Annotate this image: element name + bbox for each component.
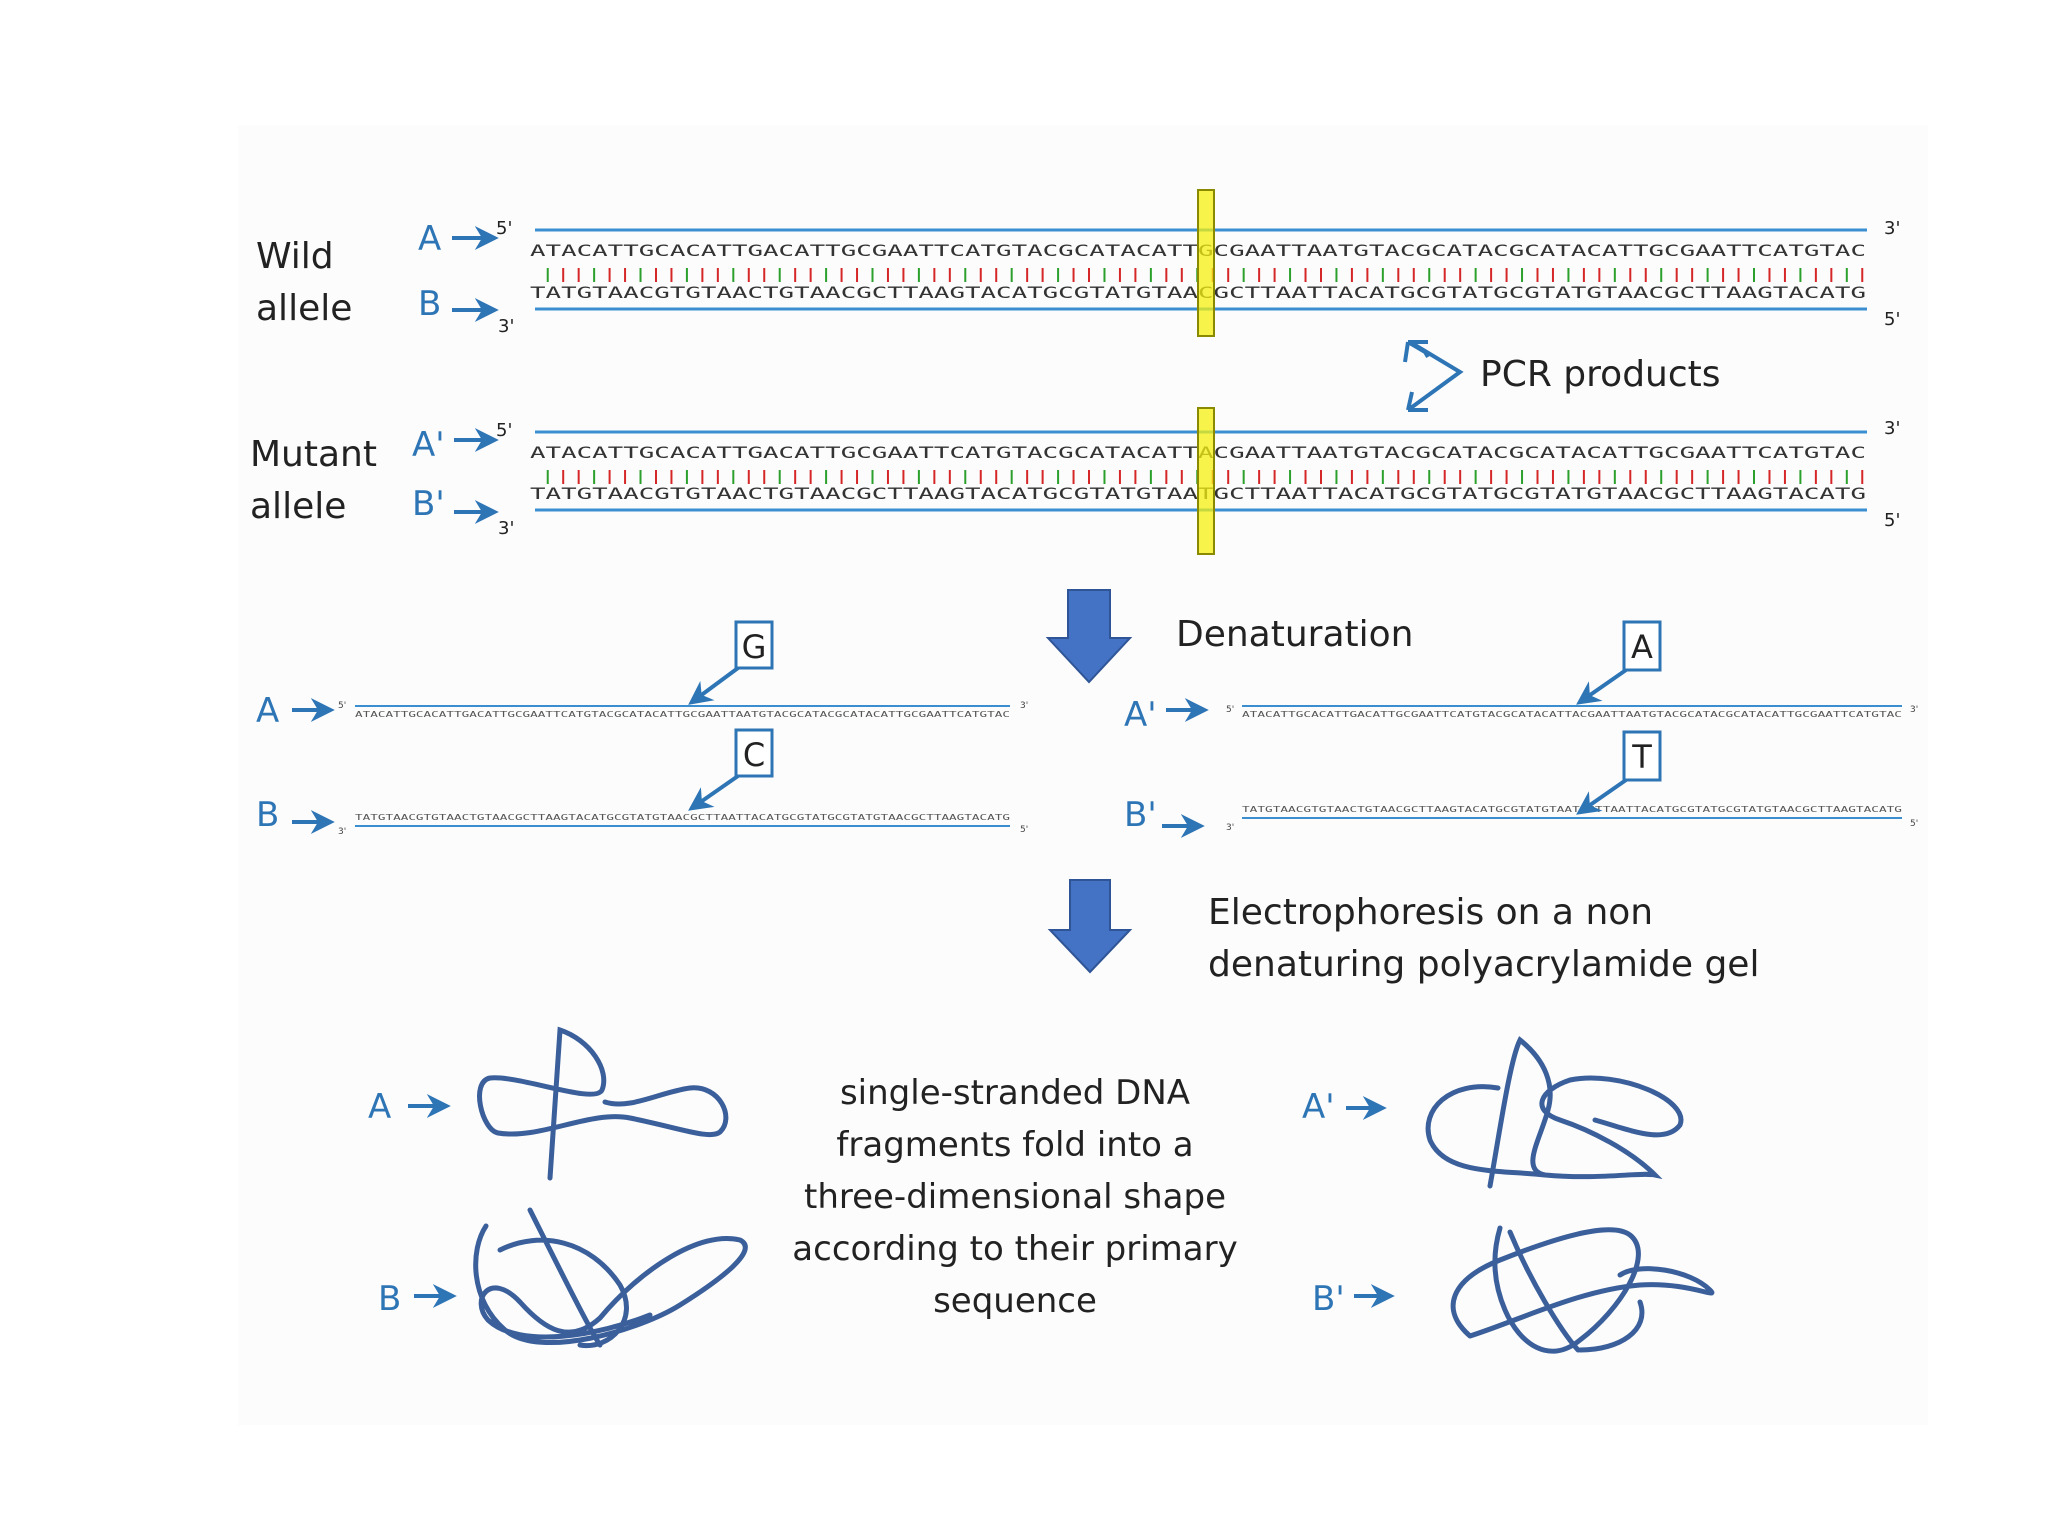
wild-label-line2: allele — [256, 288, 352, 329]
caption-line-3: three-dimensional shape — [804, 1177, 1226, 1217]
wild-three-prime-right: 3' — [1884, 218, 1900, 239]
wild-allele-group: Wild allele A 5' B 3' ATACATTGCACATTGACA… — [256, 189, 1900, 337]
ss-a-prime-sequence: ATACATTGCACATTGACATTGCGAATTCATGTACGCATAC… — [1242, 710, 1902, 719]
caption-line-5: sequence — [933, 1281, 1097, 1321]
ss-b-prime-five-prime: 5' — [1910, 819, 1918, 829]
callout-t-box — [1622, 730, 1662, 782]
pcr-products-label: PCR products — [1480, 354, 1721, 395]
mutant-allele-group: Mutant allele A' 5' B' 3' ATACATTGCACATT… — [250, 407, 1900, 555]
wild-five-prime-left: 5' — [496, 218, 512, 239]
fold-a-prime-label: A' — [1302, 1087, 1335, 1127]
ss-a-label: A — [256, 691, 279, 731]
folded-structures-group: A B single-stranded DNA fragments fold i… — [368, 1026, 1715, 1354]
wild-strand-a-label: A — [418, 219, 441, 259]
mutant-three-prime-right: 3' — [1884, 418, 1900, 439]
callout-t-arrow-icon — [1576, 778, 1628, 815]
mutant-label-line2: allele — [250, 486, 346, 527]
pcr-products-annotation: PCR products — [1403, 340, 1721, 412]
callout-g-arrow-icon — [688, 666, 740, 705]
mutant-strand-a-label: A' — [412, 425, 445, 465]
ss-a-five-prime: 5' — [338, 701, 346, 711]
callout-c-arrow-icon — [688, 774, 740, 811]
ss-a-prime-three-prime: 3' — [1910, 705, 1918, 715]
ss-a-prime-label: A' — [1124, 695, 1157, 735]
callout-c: C — [743, 736, 765, 774]
down-arrow-icon — [1047, 879, 1133, 974]
callout-a: A — [1631, 628, 1653, 666]
mutant-strand-b-label: B' — [412, 484, 445, 524]
single-strands-group: A 5' ATACATTGCACATTGACATTGCGAATTCATGTACG… — [256, 620, 1918, 838]
ss-a-three-prime: 3' — [1020, 701, 1028, 711]
callout-t: T — [1631, 738, 1652, 776]
ss-b-five-prime: 5' — [1020, 825, 1028, 835]
ss-b-prime-sequence: TATGTAACGTGTAACTGTAACGCTTAAGTACATGCGTATG… — [1242, 805, 1903, 814]
callout-a-box — [1622, 620, 1662, 672]
caption-line-2: fragments fold into a — [836, 1125, 1193, 1165]
ss-b-label: B — [256, 795, 279, 835]
ss-b-prime-three-prime: 3' — [1226, 823, 1234, 833]
fold-a-shape — [477, 1026, 729, 1181]
denaturation-label: Denaturation — [1176, 614, 1414, 655]
pcr-bracket-icon — [1406, 340, 1464, 412]
electrophoresis-line2: denaturing polyacrylamide gel — [1208, 944, 1759, 985]
ss-b-three-prime: 3' — [338, 827, 346, 837]
mutant-three-prime-left: 3' — [498, 518, 514, 539]
down-arrow-icon — [1045, 589, 1133, 684]
denaturation-step: Denaturation — [1045, 589, 1414, 684]
fold-b-label: B — [378, 1279, 401, 1319]
fold-b-prime-shape — [1450, 1225, 1715, 1354]
ss-a-prime-five-prime: 5' — [1226, 705, 1234, 715]
ss-a-sequence: ATACATTGCACATTGACATTGCGAATTCATGTACGCATAC… — [355, 710, 1010, 719]
electrophoresis-line1: Electrophoresis on a non — [1208, 892, 1653, 933]
fold-a-label: A — [368, 1087, 391, 1127]
wild-base-pair-ticks — [546, 268, 1864, 282]
wild-snp-highlight — [1197, 189, 1215, 337]
mutant-five-prime-left: 5' — [496, 420, 512, 441]
wild-five-prime-right: 5' — [1884, 309, 1900, 330]
wild-three-prime-left: 3' — [498, 316, 514, 337]
ss-b-prime-label: B' — [1124, 795, 1157, 835]
mutant-five-prime-right: 5' — [1884, 510, 1900, 531]
callout-g-box — [734, 620, 774, 670]
fold-a-prime-shape — [1425, 1036, 1684, 1189]
wild-strand-b-label: B — [418, 284, 441, 324]
wild-label-line1: Wild — [256, 236, 334, 277]
electrophoresis-step: Electrophoresis on a non denaturing poly… — [1047, 879, 1759, 985]
fold-b-shape — [473, 1207, 748, 1349]
mutant-label-line1: Mutant — [250, 434, 377, 475]
callout-c-box — [734, 728, 774, 778]
ss-b-sequence: TATGTAACGTGTAACTGTAACGCTTAAGTACATGCGTATG… — [355, 813, 1011, 822]
fold-caption: single-stranded DNA fragments fold into … — [792, 1073, 1237, 1321]
mutant-snp-highlight — [1197, 407, 1215, 555]
caption-line-4: according to their primary — [792, 1229, 1237, 1269]
fold-b-prime-label: B' — [1312, 1279, 1345, 1319]
callout-a-arrow-icon — [1576, 668, 1628, 705]
callout-g: G — [742, 628, 767, 666]
caption-line-1: single-stranded DNA — [840, 1073, 1190, 1113]
mutant-base-pair-ticks — [546, 470, 1864, 484]
